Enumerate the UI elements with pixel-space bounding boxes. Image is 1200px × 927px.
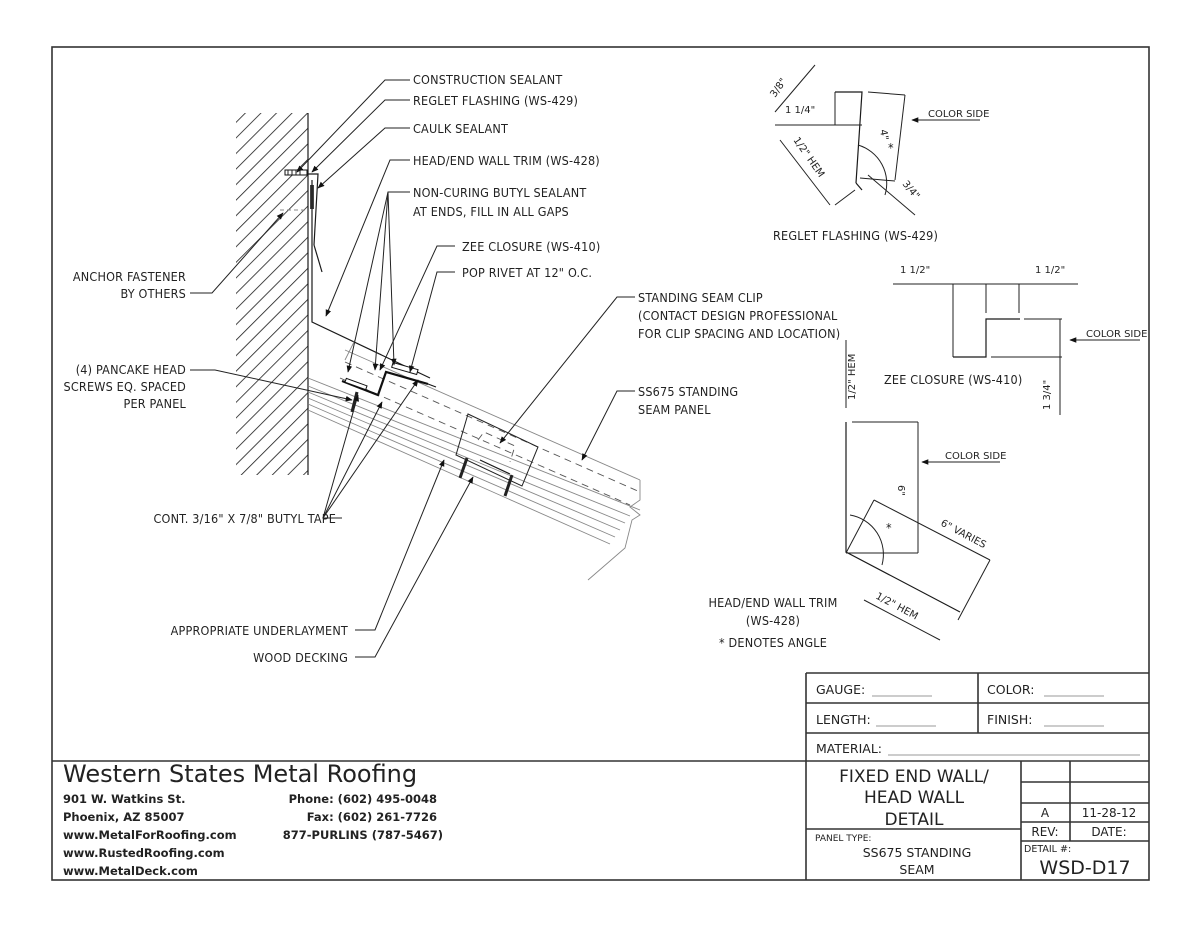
- trim-dim-6: 6": [895, 485, 906, 496]
- callout-construction-sealant: CONSTRUCTION SEALANT: [413, 72, 563, 87]
- company-website-1[interactable]: www.MetalForRoofing.com: [63, 828, 237, 842]
- callout-butyl-tape: CONT. 3/16" X 7/8" BUTYL TAPE: [153, 511, 336, 526]
- reglet-dim-1-1-4: 1 1/4": [785, 105, 815, 116]
- detail-number-label: DETAIL #:: [1024, 844, 1071, 855]
- company-name: Western States Metal Roofing: [63, 760, 417, 788]
- company-tollfree: 877-PURLINS (787-5467): [283, 828, 443, 842]
- date-label: DATE:: [1091, 825, 1126, 839]
- callout-pancake-1: (4) PANCAKE HEAD: [76, 362, 186, 377]
- date-value: 11-28-12: [1082, 806, 1136, 820]
- trim-detail-title-2: (WS-428): [746, 613, 800, 628]
- color-label: COLOR:: [987, 682, 1034, 697]
- reglet-angle-mark: *: [888, 140, 894, 155]
- callout-pop-rivet: POP RIVET AT 12" O.C.: [462, 265, 592, 280]
- callout-clip-2: (CONTACT DESIGN PROFESSIONAL: [638, 308, 838, 323]
- callout-clip-1: STANDING SEAM CLIP: [638, 290, 763, 305]
- callout-panel-1: SS675 STANDING: [638, 384, 738, 399]
- trim-angle-mark: *: [886, 520, 892, 535]
- gauge-label: GAUGE:: [816, 682, 865, 697]
- callout-clip-3: FOR CLIP SPACING AND LOCATION): [638, 326, 840, 341]
- company-website-3[interactable]: www.MetalDeck.com: [63, 864, 198, 878]
- callout-head-end-wall-trim: HEAD/END WALL TRIM (WS-428): [413, 153, 600, 168]
- callout-butyl-sealant-1: NON-CURING BUTYL SEALANT: [413, 185, 586, 200]
- company-address-1: 901 W. Watkins St.: [63, 792, 185, 806]
- leader-lines: [190, 79, 635, 658]
- callout-reglet-flashing: REGLET FLASHING (WS-429): [413, 93, 578, 108]
- length-label: LENGTH:: [816, 712, 871, 727]
- reglet-dim-hem: 1/2" HEM: [791, 135, 827, 179]
- detail-title-1: FIXED END WALL/: [839, 767, 989, 787]
- reglet-color-side-label: COLOR SIDE: [928, 109, 989, 120]
- head-wall-trim-shape: [311, 180, 431, 379]
- reglet-dim-3-4: 3/4": [900, 179, 922, 202]
- company-website-2[interactable]: www.RustedRoofing.com: [63, 846, 225, 860]
- callout-butyl-sealant-2: AT ENDS, FILL IN ALL GAPS: [413, 204, 569, 219]
- reglet-dim-4: 4": [877, 129, 890, 142]
- title-block: GAUGE: COLOR: LENGTH: FINISH: MATERIAL: …: [805, 672, 1149, 880]
- panel-type-1: SS675 STANDING: [863, 845, 972, 860]
- trim-color-side-label: COLOR SIDE: [945, 451, 1006, 462]
- detail-number: WSD-D17: [1039, 857, 1130, 879]
- company-fax: Fax: (602) 261-7726: [307, 810, 437, 824]
- trim-detail-note: * DENOTES ANGLE: [719, 635, 827, 650]
- standing-seam-clip: [455, 413, 539, 497]
- reglet-detail-title: REGLET FLASHING (WS-429): [773, 228, 938, 243]
- main-section-detail: CONSTRUCTION SEALANT REGLET FLASHING (WS…: [64, 72, 841, 665]
- panel-type-2: SEAM: [899, 862, 934, 877]
- reglet-dim-3-8: 3/8": [768, 76, 789, 99]
- detail-title-2: HEAD WALL: [864, 788, 965, 808]
- callout-panel-2: SEAM PANEL: [638, 402, 711, 417]
- callout-pancake-2: SCREWS EQ. SPACED: [64, 379, 186, 394]
- zee-dim-height: 1 3/4": [1042, 380, 1053, 410]
- company-block: Western States Metal Roofing 901 W. Watk…: [52, 760, 806, 878]
- callout-zee-closure: ZEE CLOSURE (WS-410): [462, 239, 600, 254]
- rev-value: A: [1041, 806, 1050, 820]
- sheet-border: [51, 46, 1150, 881]
- callout-pancake-3: PER PANEL: [123, 396, 186, 411]
- zee-dim-left: 1 1/2": [900, 265, 930, 276]
- roof-panel-assembly: [307, 339, 641, 581]
- detail-title-3: DETAIL: [884, 810, 944, 830]
- zee-dim-right: 1 1/2": [1035, 265, 1065, 276]
- trim-dim-hem-top: 1/2" HEM: [847, 354, 858, 400]
- callout-wood-decking: WOOD DECKING: [253, 650, 348, 665]
- rev-label: REV:: [1031, 825, 1058, 839]
- callout-anchor-1: ANCHOR FASTENER: [73, 269, 186, 284]
- callout-underlayment: APPROPRIATE UNDERLAYMENT: [171, 623, 348, 638]
- zee-color-side-label: COLOR SIDE: [1086, 329, 1147, 340]
- panel-type-label: PANEL TYPE:: [815, 834, 871, 844]
- zee-detail-title: ZEE CLOSURE (WS-410): [884, 372, 1022, 387]
- reglet-flashing-detail: COLOR SIDE 3/8" 1 1/4" 1/2" HEM 4" * 3/4…: [768, 64, 989, 243]
- trim-detail-title-1: HEAD/END WALL TRIM: [709, 595, 838, 610]
- callout-caulk-sealant: CAULK SEALANT: [413, 121, 508, 136]
- masonry-wall: [230, 105, 309, 485]
- finish-label: FINISH:: [987, 712, 1032, 727]
- callout-anchor-2: BY OTHERS: [120, 286, 186, 301]
- material-label: MATERIAL:: [816, 741, 882, 756]
- zee-closure-shape: [341, 361, 437, 413]
- company-address-2: Phoenix, AZ 85007: [63, 810, 185, 824]
- company-phone: Phone: (602) 495-0048: [289, 792, 437, 806]
- zee-closure-detail: COLOR SIDE 1 1/2" 1 1/2" 1 3/4" ZEE CLOS…: [884, 265, 1147, 415]
